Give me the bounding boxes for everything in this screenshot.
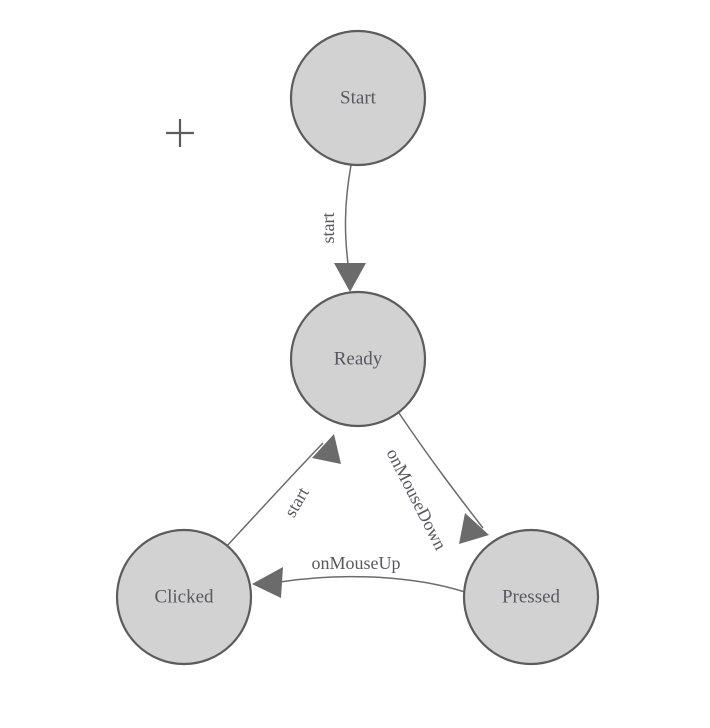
edge-line (225, 442, 324, 548)
node-label: Start (340, 87, 377, 108)
node-label: Clicked (154, 586, 214, 607)
arrowhead-icon (334, 263, 366, 292)
edge-line (344, 164, 352, 273)
node-shape (115, 528, 253, 666)
node-shape (289, 290, 427, 428)
node-start[interactable]: Start (289, 29, 427, 167)
edge-pressed-to-clicked[interactable] (252, 567, 466, 598)
node-label: Pressed (502, 586, 561, 607)
node-label: Ready (334, 348, 383, 369)
plus-marker-icon (166, 119, 194, 147)
edge-label-clicked-to-ready: start (280, 484, 313, 521)
edge-ready-to-pressed[interactable] (398, 412, 489, 544)
arrowhead-icon (459, 513, 489, 544)
edge-clicked-to-ready[interactable] (225, 434, 341, 548)
arrowhead-icon (252, 567, 283, 598)
edge-label-ready-to-pressed: onMouseDown (383, 445, 451, 553)
arrowhead-icon (312, 434, 341, 464)
node-shape (289, 29, 427, 167)
node-shape (462, 528, 600, 666)
edge-line (279, 575, 466, 593)
edge-label-pressed-to-clicked: onMouseUp (312, 553, 401, 573)
edge-start-to-ready[interactable] (334, 164, 366, 292)
node-pressed[interactable]: Pressed (462, 528, 600, 666)
edge-label-start-to-ready: start (318, 213, 338, 244)
node-clicked[interactable]: Clicked (115, 528, 253, 666)
node-ready[interactable]: Ready (289, 290, 427, 428)
edge-line (398, 412, 484, 529)
